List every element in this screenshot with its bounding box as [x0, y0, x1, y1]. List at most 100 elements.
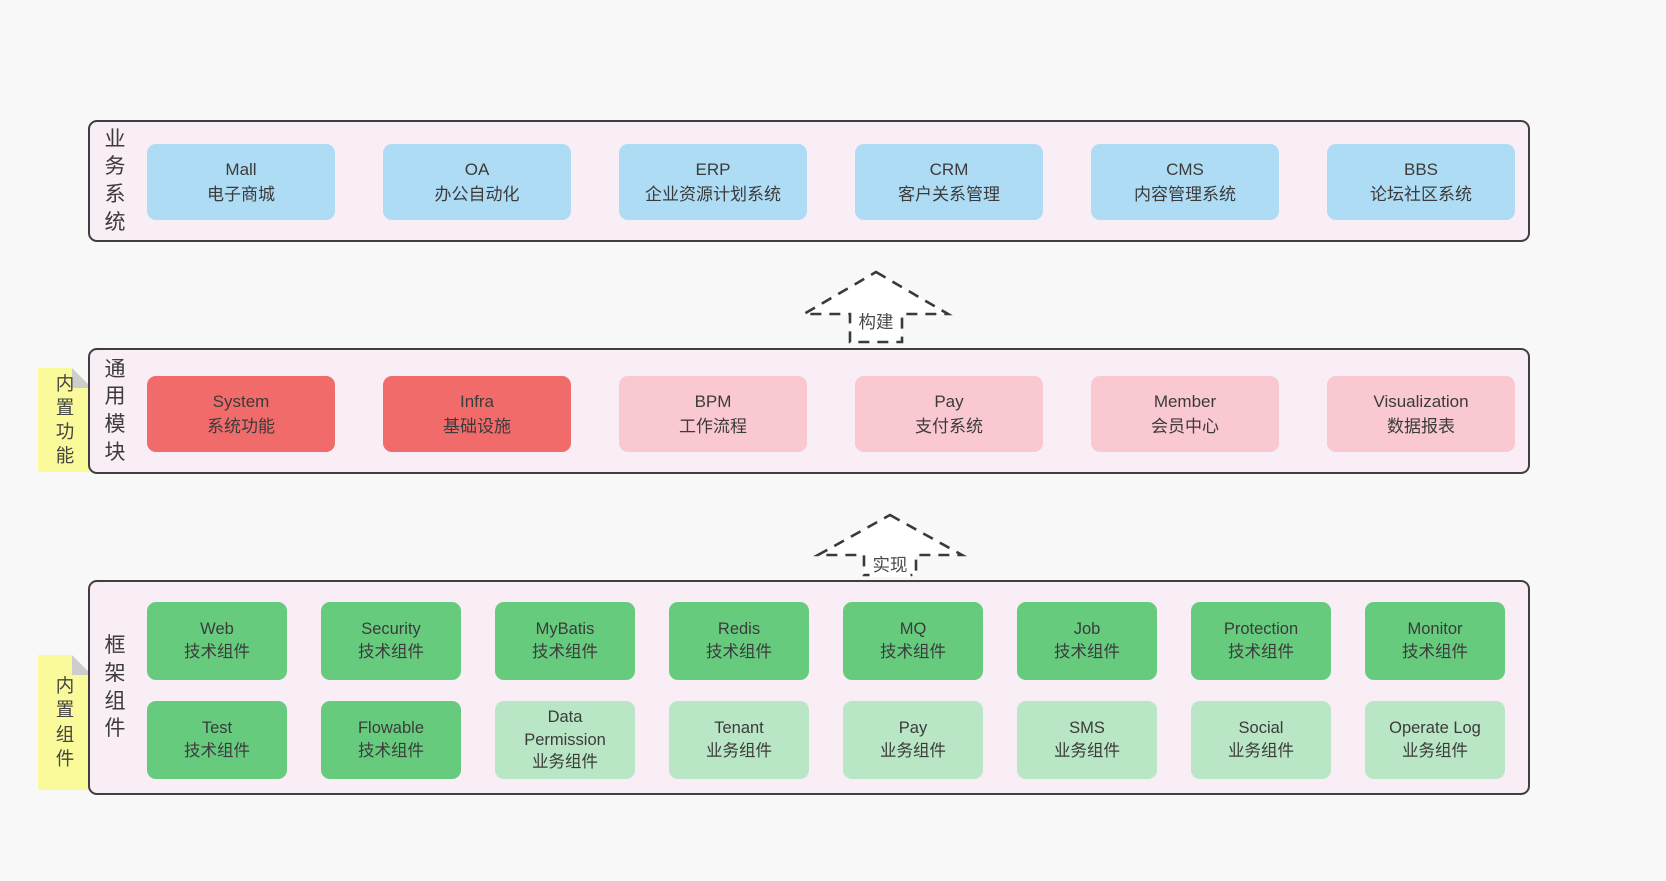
box-subtitle: 基础设施	[443, 417, 511, 436]
layer-side-label: 通用模块	[98, 350, 132, 472]
layer-common-modules: 通用模块 System 系统功能 Infra 基础设施 BPM 工作流程 Pay…	[88, 348, 1530, 474]
layer-business-systems: 业务系统 Mall 电子商城 OA 办公自动化 ERP 企业资源计划系统 CRM…	[88, 120, 1530, 242]
box-social: Social 业务组件	[1191, 701, 1331, 779]
box-subtitle: 业务组件	[532, 753, 598, 772]
box-bbs: BBS 论坛社区系统	[1327, 144, 1515, 220]
box-title: Social	[1238, 719, 1284, 738]
box-title: Tenant	[714, 719, 764, 738]
box-title: BBS	[1403, 159, 1439, 179]
box-flowable: Flowable 技术组件	[321, 701, 461, 779]
box-title: Pay	[898, 719, 928, 738]
arrow-label: 实现	[869, 552, 911, 577]
box-monitor: Monitor 技术组件	[1365, 602, 1505, 680]
box-title: Web	[200, 620, 234, 639]
box-subtitle: 技术组件	[184, 742, 250, 760]
note-text: 内置功能	[55, 372, 75, 467]
box-title: Job	[1073, 620, 1101, 639]
box-tenant: Tenant 业务组件	[669, 701, 809, 779]
business-boxes-row: Mall 电子商城 OA 办公自动化 ERP 企业资源计划系统 CRM 客户关系…	[147, 144, 1515, 220]
box-subtitle: 会员中心	[1151, 417, 1219, 436]
modules-boxes-row: System 系统功能 Infra 基础设施 BPM 工作流程 Pay 支付系统…	[147, 376, 1515, 452]
layer-side-label: 业务系统	[98, 122, 132, 240]
box-title: OA	[464, 159, 490, 179]
box-title: ERP	[695, 159, 731, 179]
box-title: SMS	[1069, 719, 1105, 738]
box-pay-component: Pay 业务组件	[843, 701, 983, 779]
components-row-2: Test 技术组件 Flowable 技术组件 Data Permission …	[147, 701, 1505, 779]
box-subtitle: 技术组件	[706, 643, 772, 661]
box-subtitle: 工作流程	[679, 417, 747, 436]
box-security: Security 技术组件	[321, 602, 461, 680]
box-subtitle: 办公自动化	[434, 185, 520, 204]
layer-side-label: 框架组件	[98, 582, 132, 793]
box-subtitle: 内容管理系统	[1134, 185, 1236, 204]
box-subtitle: 业务组件	[706, 742, 772, 760]
box-title: Flowable	[357, 719, 425, 738]
dashed-up-arrow-icon	[799, 270, 953, 344]
box-subtitle: 业务组件	[1228, 742, 1294, 760]
box-oa: OA 办公自动化	[383, 144, 571, 220]
layer-side-label-text: 框架组件	[104, 634, 126, 741]
layer-side-label-text: 通用模块	[104, 357, 126, 464]
box-subtitle: 客户关系管理	[898, 185, 1000, 204]
box-title: MQ	[899, 620, 927, 639]
box-title: Member	[1153, 391, 1217, 411]
arrow-label: 构建	[855, 309, 897, 334]
box-test: Test 技术组件	[147, 701, 287, 779]
layer-side-label-text: 业务系统	[104, 127, 126, 234]
box-web: Web 技术组件	[147, 602, 287, 680]
box-bpm: BPM 工作流程	[619, 376, 807, 452]
box-data-permission: Data Permission 业务组件	[495, 701, 635, 779]
box-subtitle: 技术组件	[1228, 643, 1294, 661]
box-title: Mall	[225, 159, 257, 179]
box-mybatis: MyBatis 技术组件	[495, 602, 635, 680]
box-title: Monitor	[1407, 620, 1463, 639]
box-title: Pay	[934, 391, 964, 411]
box-cms: CMS 内容管理系统	[1091, 144, 1279, 220]
box-protection: Protection 技术组件	[1191, 602, 1331, 680]
note-built-in-features: 内置功能	[38, 368, 92, 472]
note-text: 内置组件	[55, 675, 75, 769]
box-subtitle: 电子商城	[207, 185, 275, 204]
box-subtitle: 技术组件	[358, 742, 424, 760]
box-subtitle: 业务组件	[880, 742, 946, 760]
box-subtitle: 技术组件	[532, 643, 598, 661]
box-infra: Infra 基础设施	[383, 376, 571, 452]
box-sms: SMS 业务组件	[1017, 701, 1157, 779]
box-subtitle: 技术组件	[358, 643, 424, 661]
box-title: System	[212, 391, 270, 411]
box-subtitle: 支付系统	[915, 417, 983, 436]
box-title: Redis	[717, 620, 761, 639]
box-operate-log: Operate Log 业务组件	[1365, 701, 1505, 779]
box-subtitle: 业务组件	[1402, 742, 1468, 760]
box-pay-module: Pay 支付系统	[855, 376, 1043, 452]
box-system: System 系统功能	[147, 376, 335, 452]
arrow-up-implement: 实现	[810, 512, 970, 578]
box-title: Visualization	[1373, 391, 1469, 411]
box-subtitle: 技术组件	[1402, 643, 1468, 661]
box-subtitle: 业务组件	[1054, 742, 1120, 760]
box-subtitle: 技术组件	[880, 643, 946, 661]
box-title: Infra	[459, 391, 495, 411]
box-subtitle: 企业资源计划系统	[645, 185, 781, 204]
note-built-in-components: 内置组件	[38, 655, 92, 790]
box-job: Job 技术组件	[1017, 602, 1157, 680]
box-title: CMS	[1166, 159, 1204, 179]
box-title: Test	[201, 719, 233, 738]
box-title: Data Permission	[524, 707, 606, 749]
box-title: Protection	[1223, 620, 1299, 639]
box-subtitle: 技术组件	[1054, 643, 1120, 661]
box-crm: CRM 客户关系管理	[855, 144, 1043, 220]
box-mall: Mall 电子商城	[147, 144, 335, 220]
box-visualization: Visualization 数据报表	[1327, 376, 1515, 452]
arrow-up-build: 构建	[796, 269, 956, 345]
box-subtitle: 技术组件	[184, 643, 250, 661]
box-subtitle: 数据报表	[1387, 417, 1455, 436]
box-subtitle: 系统功能	[207, 417, 275, 436]
box-title: BPM	[694, 391, 732, 411]
box-title: Operate Log	[1389, 719, 1481, 738]
components-row-1: Web 技术组件 Security 技术组件 MyBatis 技术组件 Redi…	[147, 602, 1505, 680]
box-erp: ERP 企业资源计划系统	[619, 144, 807, 220]
box-subtitle: 论坛社区系统	[1370, 185, 1472, 204]
